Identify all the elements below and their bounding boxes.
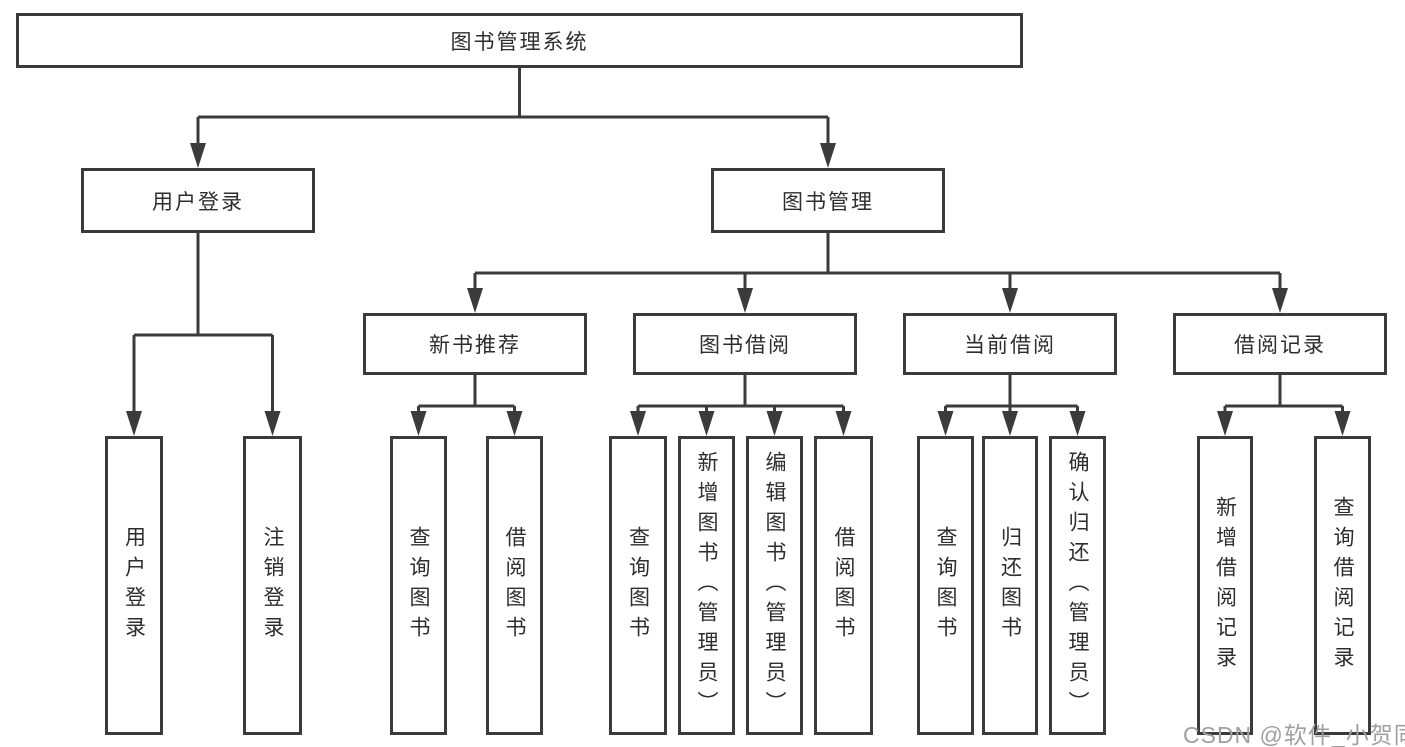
node-current-borrowing: 当前借阅 (903, 313, 1117, 375)
leaf-add-books-admin: 新增图书（管理员） (678, 436, 735, 735)
node-label: 新书推荐 (429, 334, 521, 357)
leaf-user-login: 用户登录 (105, 436, 163, 735)
leaf-edit-books-admin: 编辑图书（管理员） (746, 436, 803, 735)
node-label: 确认归还（管理员） (1066, 450, 1089, 721)
node-label: 查询借阅记录 (1331, 495, 1354, 676)
node-label: 借阅图书 (832, 525, 855, 646)
node-label: 用户登录 (152, 190, 244, 214)
arrowheads (126, 143, 1351, 436)
leaf-return-books: 归还图书 (982, 436, 1038, 735)
node-label: 当前借阅 (964, 334, 1056, 357)
node-label: 新增借阅记录 (1213, 495, 1237, 676)
leaf-query-borrow-record: 查询借阅记录 (1314, 436, 1371, 735)
node-label: 图书借阅 (699, 334, 791, 357)
node-label: 图书管理系统 (450, 30, 589, 54)
node-label: 编辑图书（管理员） (763, 450, 786, 721)
leaf-borrow-books: 借阅图书 (814, 436, 873, 735)
node-root-system: 图书管理系统 (16, 13, 1023, 68)
node-label: 查询图书 (934, 525, 957, 646)
leaf-query-books-recommend: 查询图书 (390, 436, 447, 735)
leaf-logout: 注销登录 (243, 436, 302, 735)
node-label: 借阅图书 (503, 525, 526, 646)
node-label: 用户登录 (122, 525, 146, 646)
node-label: 新增图书（管理员） (695, 450, 718, 721)
node-borrowing-records: 借阅记录 (1173, 313, 1387, 375)
node-book-management: 图书管理 (711, 168, 945, 233)
node-label: 注销登录 (261, 525, 284, 646)
node-label: 查询图书 (407, 525, 430, 646)
node-book-borrowing: 图书借阅 (633, 313, 857, 375)
node-label: 查询图书 (626, 525, 650, 646)
csdn-watermark: CSDN @软件_小贺同学 (1183, 722, 1405, 747)
leaf-borrow-books-recommend: 借阅图书 (486, 436, 543, 735)
node-user-login: 用户登录 (81, 168, 315, 233)
node-label: 图书管理 (782, 190, 874, 214)
leaf-query-books-borrowing: 查询图书 (609, 436, 667, 735)
node-new-book-recommend: 新书推荐 (363, 313, 587, 375)
node-label: 归还图书 (998, 525, 1022, 646)
leaf-add-borrow-record: 新增借阅记录 (1197, 436, 1253, 735)
leaf-query-books-current: 查询图书 (917, 436, 974, 735)
node-label: 借阅记录 (1234, 334, 1326, 357)
leaf-confirm-return-admin: 确认归还（管理员） (1049, 436, 1106, 735)
